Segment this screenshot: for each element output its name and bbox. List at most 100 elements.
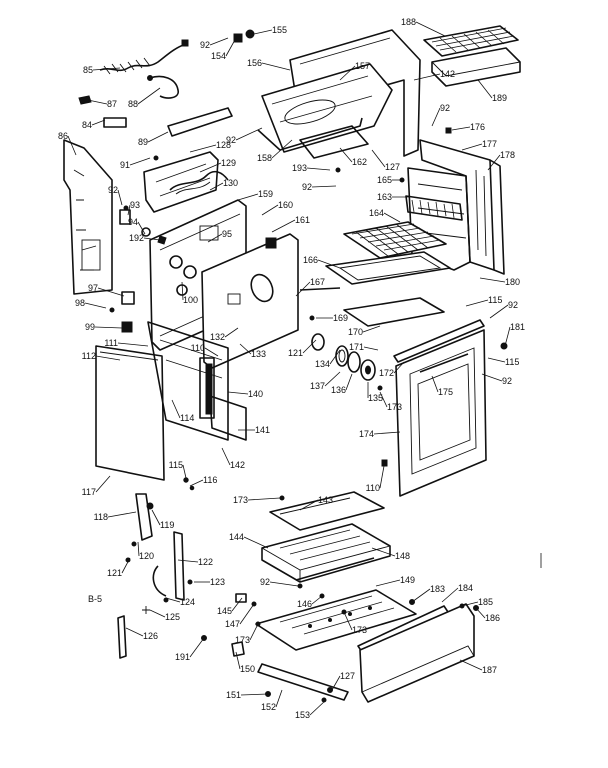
bracket-part-84 — [103, 117, 127, 128]
callout-label-110: 110 — [366, 483, 380, 493]
knob-part-94 — [141, 227, 151, 237]
callout-label-92: 92 — [108, 185, 118, 195]
callout-leader-177 — [461, 143, 483, 151]
callout-label-97: 97 — [88, 283, 98, 293]
callout-leader-110 — [379, 465, 385, 489]
callout-leader-189 — [477, 79, 493, 99]
broiler-grid-part-188 — [423, 25, 519, 57]
callout-label-173: 173 — [352, 625, 367, 635]
callout-leader-118 — [107, 511, 137, 518]
callout-leader-129 — [199, 162, 222, 173]
knob-part-134 — [311, 333, 325, 351]
callout-leader-184 — [441, 587, 459, 603]
callout-leader-92 — [117, 189, 123, 206]
callout-leader-136 — [345, 373, 353, 391]
callout-label-159: 159 — [258, 189, 273, 199]
control-frame-part-128 — [143, 151, 219, 213]
bracket-part-97 — [121, 291, 135, 305]
switch-part-93 — [119, 209, 131, 225]
callout-label-121: 121 — [288, 348, 303, 358]
callout-label-177: 177 — [482, 139, 497, 149]
callout-label-120: 120 — [139, 551, 154, 561]
oven-bottom-part-167 — [299, 287, 341, 291]
callout-leader-121 — [121, 557, 131, 574]
bottom-rail-part-152 — [257, 663, 349, 701]
figure-code: B-5 — [88, 594, 102, 604]
callout-label-121: 121 — [107, 568, 122, 578]
callout-label-152: 152 — [261, 702, 276, 712]
callout-label-115: 115 — [505, 357, 519, 367]
leveling-leg-part-150 — [231, 641, 245, 657]
callout-leader-94 — [137, 221, 146, 235]
callout-label-92: 92 — [302, 182, 312, 192]
callout-leader-120 — [137, 541, 140, 557]
callout-label-92: 92 — [440, 103, 450, 113]
broiler-pan-part-189 — [431, 47, 521, 87]
callout-leader-166 — [317, 259, 341, 269]
callout-leader-192 — [143, 237, 161, 241]
callout-label-144: 144 — [229, 532, 244, 542]
callout-leader-145 — [231, 597, 243, 612]
callout-label-129: 129 — [221, 158, 236, 168]
callout-leader-88 — [137, 87, 161, 105]
callout-label-189: 189 — [492, 93, 507, 103]
callout-leader-92 — [489, 304, 509, 319]
callout-label-143: 143 — [318, 495, 333, 505]
screw-part-98 — [109, 307, 115, 313]
callout-leader-173 — [249, 623, 259, 641]
callout-label-125: 125 — [165, 612, 180, 622]
drawer-bottom-part-148 — [295, 557, 375, 581]
callout-label-172: 172 — [379, 368, 394, 378]
callout-label-94: 94 — [128, 217, 138, 227]
door-trim-part-175 — [419, 353, 469, 373]
callout-label-89: 89 — [138, 137, 148, 147]
callout-label-187: 187 — [482, 665, 497, 675]
callout-label-161: 161 — [295, 215, 310, 225]
callout-leader-193 — [306, 167, 331, 171]
callout-label-153: 153 — [295, 710, 310, 720]
callout-label-98: 98 — [75, 298, 85, 308]
callout-label-173: 173 — [235, 635, 250, 645]
callout-leader-142 — [413, 73, 441, 81]
callout-label-134: 134 — [315, 359, 330, 369]
callout-label-132: 132 — [210, 332, 225, 342]
callout-leader-147 — [239, 603, 255, 625]
callout-leader-100 — [181, 281, 184, 301]
callout-label-91: 91 — [120, 160, 130, 170]
callout-leader-87 — [87, 99, 108, 105]
callout-leader-112 — [95, 355, 121, 361]
callout-label-136: 136 — [331, 385, 346, 395]
callout-leader-97 — [97, 287, 125, 297]
callout-leader-116 — [189, 479, 204, 487]
screw-part-155 — [245, 29, 255, 39]
screw-part-91 — [153, 155, 159, 161]
oven-rack-part-164 — [343, 221, 447, 259]
callout-label-137: 137 — [310, 381, 325, 391]
callout-label-158: 158 — [257, 153, 272, 163]
panel-trim-part-158 — [257, 117, 363, 151]
callout-label-122: 122 — [198, 557, 213, 567]
screw-part-173-mid — [377, 385, 383, 391]
callout-label-191: 191 — [175, 652, 190, 662]
callout-label-92: 92 — [226, 135, 236, 145]
callout-leader-173 — [379, 391, 388, 408]
callout-label-84: 84 — [82, 120, 92, 130]
callout-leader-175 — [431, 375, 439, 393]
callout-label-128: 128 — [216, 140, 231, 150]
callout-label-181: 181 — [510, 322, 525, 332]
callout-label-193: 193 — [292, 163, 307, 173]
callout-leader-111 — [117, 342, 149, 347]
callout-label-126: 126 — [143, 631, 158, 641]
knob-part-135 — [360, 359, 376, 381]
callout-leader-128 — [189, 144, 217, 153]
callout-leader-84 — [91, 119, 106, 126]
screw-part-154 — [233, 33, 243, 43]
callout-leader-125 — [149, 609, 166, 618]
screw-part-110-right — [381, 459, 388, 467]
callout-leader-91 — [129, 157, 151, 166]
callout-leader-114 — [171, 399, 181, 419]
drawer-panel-part-149 — [255, 589, 417, 651]
callout-leader-161 — [271, 219, 296, 233]
callout-label-145: 145 — [217, 606, 232, 616]
callout-label-184: 184 — [458, 583, 473, 593]
